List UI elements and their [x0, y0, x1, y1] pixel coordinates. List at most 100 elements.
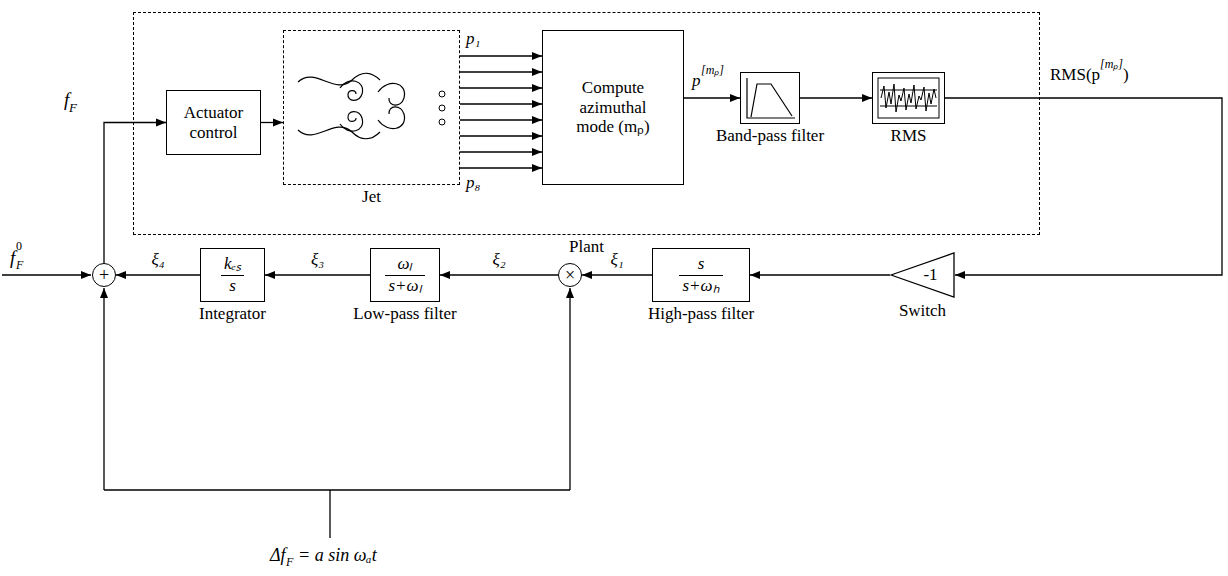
setpoint-wire [2, 274, 91, 275]
process-box: Actuator control [166, 90, 261, 155]
node-body: + [93, 264, 115, 286]
node-body: kₑₛs [201, 249, 264, 301]
signal-label: ) [1123, 66, 1129, 83]
signal-label: Δf [270, 546, 286, 564]
node-body: ωₗs+ωₗ [371, 249, 439, 301]
signal-connector [460, 151, 542, 152]
filter-box: Band-pass filter [740, 72, 800, 124]
triangle-shape [891, 253, 954, 297]
signal-label: p₈ [466, 174, 480, 191]
icon-signal [881, 84, 936, 112]
fraction-bar [221, 275, 244, 276]
rms-icon [878, 78, 939, 118]
signal-label: = a sin ωₐt [298, 546, 377, 564]
caption: High-pass filter [648, 305, 754, 324]
signal-label: 0 [16, 240, 22, 252]
node-content: × [565, 266, 575, 284]
numerator: ωₗ [394, 254, 415, 274]
signal-label: p₁ [466, 30, 480, 47]
jet-swirls [298, 73, 405, 139]
edge-label: ξ₄ [149, 251, 166, 268]
signal-connector [460, 167, 542, 168]
signal-label: [mₚ] [701, 64, 724, 76]
icon-level [880, 90, 937, 91]
caption: Band-pass filter [716, 127, 824, 146]
caption: RMS [891, 127, 927, 146]
node-body: -1 [890, 252, 955, 298]
numerator: kₑₛ [221, 254, 244, 274]
fraction: kₑₛs [221, 254, 244, 296]
node-body: Actuator control [167, 91, 260, 154]
signal-label: F [286, 556, 293, 568]
dither-wire [104, 489, 570, 490]
signal-connector [460, 87, 542, 88]
transfer-box: ss+ωₕHigh-pass filter [652, 248, 750, 302]
node-content: + [99, 266, 109, 284]
caption: Integrator [199, 305, 266, 324]
signal-connector [265, 274, 370, 275]
node-content: -1 [923, 265, 937, 285]
transfer-box: kₑₛsIntegrator [200, 248, 265, 302]
edge-label: ξ₃ [309, 251, 326, 268]
probe-dot [439, 91, 445, 97]
signal-label: F [16, 259, 23, 271]
signal-connector [582, 274, 652, 275]
node-label: Actuator control [175, 103, 252, 142]
swirl [378, 107, 405, 129]
operator-symbol: + [99, 266, 109, 284]
probe-dot [439, 105, 445, 111]
signal-connector [750, 274, 890, 275]
signal-connector [460, 55, 542, 56]
icon-frame [878, 78, 939, 118]
caption: Plant [569, 238, 604, 257]
node-label: -1 [923, 265, 937, 285]
node-content: Actuator control [175, 103, 252, 142]
node-body: Compute azimuthal mode (mₚ) [543, 31, 683, 184]
dither-wire [329, 490, 330, 538]
signal-label: RMS(p [1050, 66, 1100, 83]
gain-triangle: -1Switch [890, 252, 955, 298]
numerator: s [695, 254, 708, 274]
icon-level [880, 106, 937, 107]
caption: Jet [362, 188, 381, 207]
swirl [298, 73, 380, 85]
jet-region: Jet [283, 30, 460, 185]
swirl [340, 112, 363, 131]
swirl [378, 83, 405, 105]
plant-region: PlantActuator controlJetCompute azimutha… [133, 12, 1040, 235]
swirl [340, 81, 363, 100]
node-body: × [559, 264, 581, 286]
signal-label: p [692, 72, 701, 89]
process-box: Compute azimuthal mode (mₚ) [542, 30, 684, 185]
fraction-bar [385, 275, 424, 276]
swirl [298, 127, 380, 139]
node-body: ss+ωₕ [653, 249, 749, 301]
probe-dot [439, 119, 445, 125]
dither-wire [103, 288, 104, 490]
transfer-box: ωₗs+ωₗLow-pass filter [370, 248, 440, 302]
signal-connector [800, 97, 872, 98]
dither-wire [569, 288, 570, 490]
node-label: Compute azimuthal mode (mₚ) [565, 78, 661, 137]
icon-curve [751, 84, 792, 117]
signal-connector [460, 135, 542, 136]
caption: Switch [899, 302, 946, 321]
triangle-outline [890, 252, 955, 298]
signal-connector [440, 274, 558, 275]
signal-connector [116, 274, 200, 275]
signal-label: f [64, 90, 69, 109]
signal-connector [104, 123, 166, 264]
signal-label: F [69, 101, 77, 114]
operator-symbol: × [565, 266, 575, 284]
node-content: Compute azimuthal mode (mₚ) [565, 78, 661, 137]
signal-connector [460, 103, 542, 104]
denominator: s+ωₕ [679, 276, 722, 296]
signal-connector [460, 71, 542, 72]
multiplier-circle: × [558, 263, 582, 287]
signal-connector [460, 119, 542, 120]
band-pass-icon [747, 78, 795, 118]
sum-circle: + [92, 263, 116, 287]
rms-box: RMS [872, 72, 945, 124]
dither-wires [2, 275, 570, 538]
